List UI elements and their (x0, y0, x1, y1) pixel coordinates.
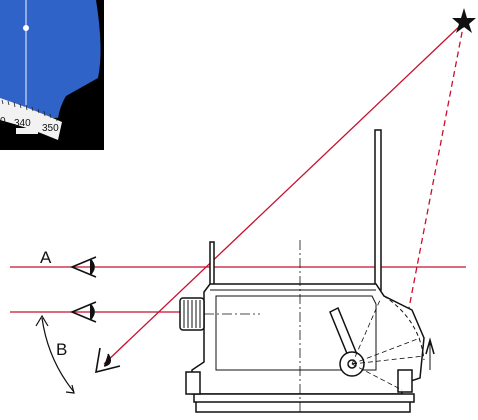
inset-scale-label-350: 350 (42, 123, 59, 134)
base-rail (195, 402, 411, 413)
index-mirror-plate (374, 129, 382, 291)
inset-scale-label-0: 0 (0, 116, 6, 127)
horizon-mirror-plate (209, 241, 215, 291)
label-b: B (56, 340, 67, 359)
angle-arc-b (35, 314, 75, 394)
base-plate (193, 393, 415, 403)
sight-line-b-to-star (103, 21, 465, 365)
eyepiece-inset: 0 340 350 (0, 0, 104, 150)
eyepiece-knurl (183, 300, 201, 328)
instrument (179, 129, 435, 413)
eye-a (69, 256, 97, 278)
eye-lower (69, 301, 97, 323)
construction-lines (351, 299, 425, 391)
arc-direction-arrow (425, 337, 435, 355)
base-foot-left (185, 371, 201, 395)
eye-b (95, 347, 121, 374)
star-icon (452, 8, 476, 33)
inset-index-mark (16, 128, 38, 134)
base-foot-right (397, 369, 413, 393)
index-pivot-hub (347, 359, 357, 369)
inset-scale-label-340: 340 (14, 118, 31, 129)
label-a: A (40, 248, 52, 267)
housing-inner (215, 295, 377, 371)
housing-outline (191, 283, 425, 395)
inset-scale-arc (0, 98, 62, 140)
inset-star-dot (23, 25, 29, 31)
star-to-mirror-dashed (403, 21, 465, 335)
inset-scale-ticks (1, 99, 58, 122)
graduated-arc (383, 295, 425, 361)
